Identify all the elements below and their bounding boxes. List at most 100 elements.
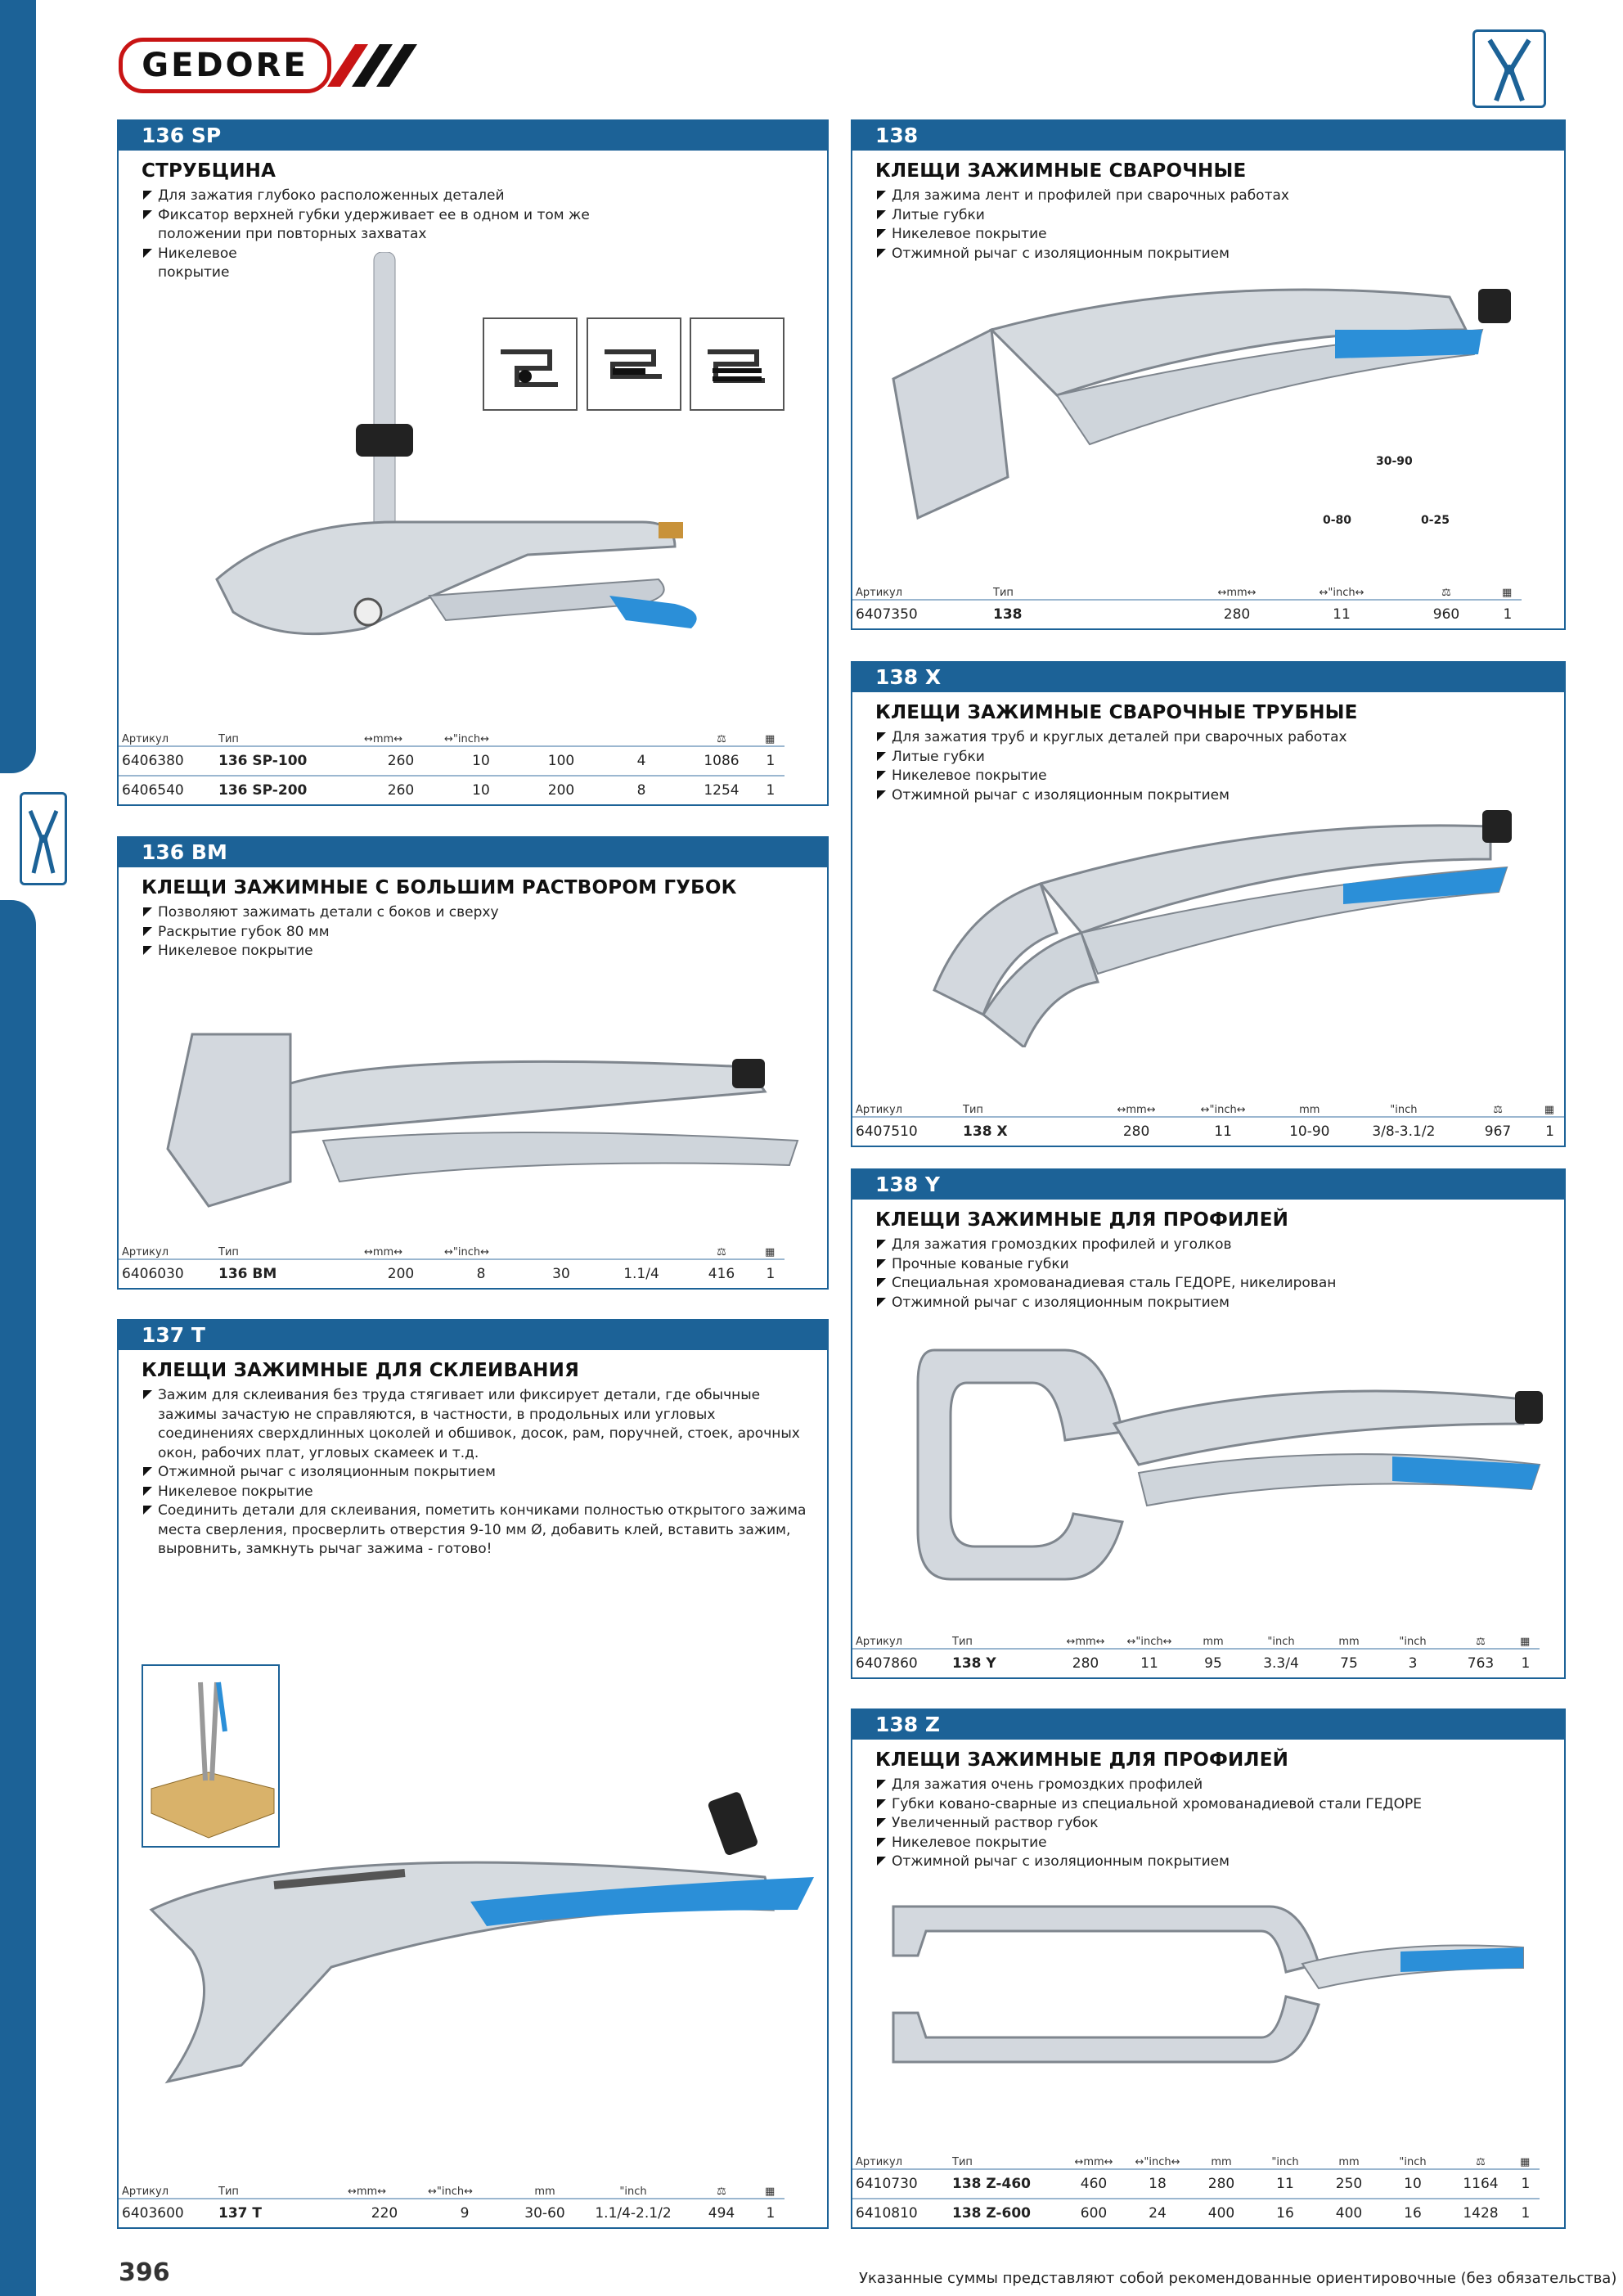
cell: 1164 [1445, 2168, 1517, 2199]
product-code: 138 [852, 121, 1564, 151]
cell: 4 [601, 745, 681, 776]
cell-type: 136 BM [215, 1258, 361, 1288]
cell: 1 [1517, 2198, 1540, 2227]
cell: 494 [681, 2198, 762, 2227]
feature-item: Никелевое покрытие [142, 942, 827, 961]
col-header [521, 1240, 601, 1259]
cell: 280 [1189, 2168, 1253, 2199]
cell-type: 138 Z-460 [949, 2168, 1062, 2199]
col-header: Тип [218, 1246, 239, 1258]
footer-note: Указанные суммы представляют собой реком… [859, 2270, 1617, 2287]
col-header: Тип [218, 733, 239, 745]
table-row: 6407350 138 280 11 960 1 [852, 599, 1522, 628]
col-header: ↔mm↔ [364, 733, 403, 745]
feature-item: Отжимной рычаг с изоляционным покрытием [875, 245, 1564, 264]
col-header: ↔mm↔ [1117, 1104, 1156, 1116]
cell: 1 [762, 1258, 785, 1288]
cell: 220 [344, 2198, 425, 2227]
feature-item: Для зажатия очень громоздких профилей [875, 1776, 1564, 1795]
feature-list: Для зажатия труб и круглых деталей при с… [875, 728, 1564, 805]
col-header: ↔mm↔ [1217, 587, 1257, 599]
cell: 960 [1394, 599, 1499, 628]
cell: 600 [1062, 2198, 1126, 2227]
col-header: Тип [993, 587, 1014, 599]
cell: 1254 [681, 775, 762, 804]
cell-article: 6410810 [852, 2198, 949, 2227]
feature-item: Литые губки [875, 206, 1564, 226]
feature-list: Для зажима лент и профилей при сварочных… [875, 187, 1564, 263]
dim-label: 30-90 [1376, 455, 1413, 468]
feature-item: Позволяют зажимать детали с боков и свер… [142, 903, 827, 923]
clamp-138z-image [892, 1905, 1524, 2064]
col-header: ↔"inch↔ [444, 1246, 490, 1258]
product-code: 138 Y [852, 1170, 1564, 1200]
product-panel-138: 138 КЛЕЩИ ЗАЖИМНЫЕ СВАРОЧНЫЕ Для зажима … [851, 119, 1566, 630]
brand-logo: GEDORE [119, 38, 331, 93]
product-title: СТРУБЦИНА [142, 160, 276, 182]
cell: 30 [521, 1258, 601, 1288]
product-panel-138x: 138 X КЛЕЩИ ЗАЖИМНЫЕ СВАРОЧНЫЕ ТРУБНЫЕ Д… [851, 661, 1566, 1147]
cell: 3.3/4 [1245, 1648, 1317, 1677]
feature-item: Прочные кованые губки [875, 1255, 1564, 1275]
cell: 250 [1317, 2168, 1381, 2199]
table-row: 6403600 137 T 220 9 30-60 1.1/4-2.1/2 49… [119, 2198, 785, 2227]
cell: 1 [762, 775, 785, 804]
dim-label: 0-80 [1323, 514, 1352, 527]
cell: 11 [1180, 1116, 1267, 1146]
clamp-137t-image [149, 1792, 814, 2084]
cell: 1.1/4-2.1/2 [585, 2198, 681, 2227]
cell: 11 [1289, 599, 1394, 628]
spec-table: Артикул Тип ↔mm↔ ↔"inch↔ ⚖ ▦ 6406030 136… [119, 1240, 785, 1288]
col-header: ↔"inch↔ [1200, 1104, 1246, 1116]
col-header [601, 1240, 681, 1259]
table-row: 6410730 138 Z-460 460 18 280 11 250 10 1… [852, 2168, 1540, 2199]
product-title: КЛЕЩИ ЗАЖИМНЫЕ СВАРОЧНЫЕ ТРУБНЫЕ [875, 702, 1358, 723]
col-header: Артикул [856, 1104, 903, 1116]
col-header: Тип [952, 2156, 973, 2168]
product-code: 136 SP [119, 121, 827, 151]
col-header: Артикул [856, 1636, 903, 1648]
pack-icon: ▦ [765, 2186, 776, 2198]
weight-icon: ⚖ [1476, 1636, 1486, 1648]
jaw-diagram-3 [690, 317, 785, 411]
cell: 763 [1445, 1648, 1517, 1677]
dim-label: 0-25 [1421, 514, 1450, 527]
cell: 200 [521, 775, 601, 804]
feature-item: Отжимной рычаг с изоляционным покрытием [875, 1853, 1564, 1872]
col-header: "inch [1271, 2156, 1299, 2168]
product-panel-137t: 137 T КЛЕЩИ ЗАЖИМНЫЕ ДЛЯ СКЛЕИВАНИЯ Зажи… [117, 1319, 829, 2229]
cell: 10-90 [1266, 1116, 1353, 1146]
spec-table: Артикул Тип ↔mm↔ ↔"inch↔ ⚖ ▦ 6406380 136… [119, 727, 785, 804]
weight-icon: ⚖ [1476, 2156, 1486, 2168]
cell: 11 [1117, 1648, 1181, 1677]
cell-type: 138 Y [949, 1648, 1054, 1677]
product-panel-138y: 138 Y КЛЕЩИ ЗАЖИМНЫЕ ДЛЯ ПРОФИЛЕЙ Для за… [851, 1168, 1566, 1679]
table-row: 6410810 138 Z-600 600 24 400 16 400 16 1… [852, 2198, 1540, 2227]
pack-icon: ▦ [1520, 1636, 1531, 1648]
cell: 260 [361, 775, 441, 804]
weight-icon: ⚖ [717, 1246, 726, 1258]
cell: 280 [1054, 1648, 1117, 1677]
product-panel-138z: 138 Z КЛЕЩИ ЗАЖИМНЫЕ ДЛЯ ПРОФИЛЕЙ Для за… [851, 1708, 1566, 2229]
feature-item: Отжимной рычаг с изоляционным покрытием [875, 1294, 1564, 1313]
col-header: ↔"inch↔ [1126, 1636, 1172, 1648]
col-header: "inch [1267, 1636, 1295, 1648]
product-code: 138 X [852, 663, 1564, 692]
cell-article: 6410730 [852, 2168, 949, 2199]
feature-item: Никелевое покрытие [875, 1834, 1564, 1853]
col-header: ↔"inch↔ [428, 2186, 474, 2198]
cell: 1 [1540, 1116, 1564, 1146]
pack-icon: ▦ [1502, 587, 1513, 599]
col-header: "inch [1399, 1636, 1427, 1648]
product-code: 136 BM [119, 838, 827, 867]
feature-item: Никелевое покрытие [142, 1483, 812, 1502]
pack-icon: ▦ [1544, 1104, 1554, 1116]
feature-item: Губки ковано-сварные из специальной хром… [875, 1795, 1564, 1815]
feature-item: Для зажатия громоздких профилей и уголко… [875, 1236, 1564, 1255]
product-panel-136bm: 136 BM КЛЕЩИ ЗАЖИМНЫЕ С БОЛЬШИМ РАСТВОРО… [117, 836, 829, 1290]
table-row: 6406030 136 BM 200 8 30 1.1/4 416 1 [119, 1258, 785, 1288]
cell-article: 6403600 [119, 2198, 215, 2227]
col-header: Артикул [122, 2186, 169, 2198]
col-header: Артикул [856, 2156, 903, 2168]
cell-article: 6407510 [852, 1116, 960, 1146]
